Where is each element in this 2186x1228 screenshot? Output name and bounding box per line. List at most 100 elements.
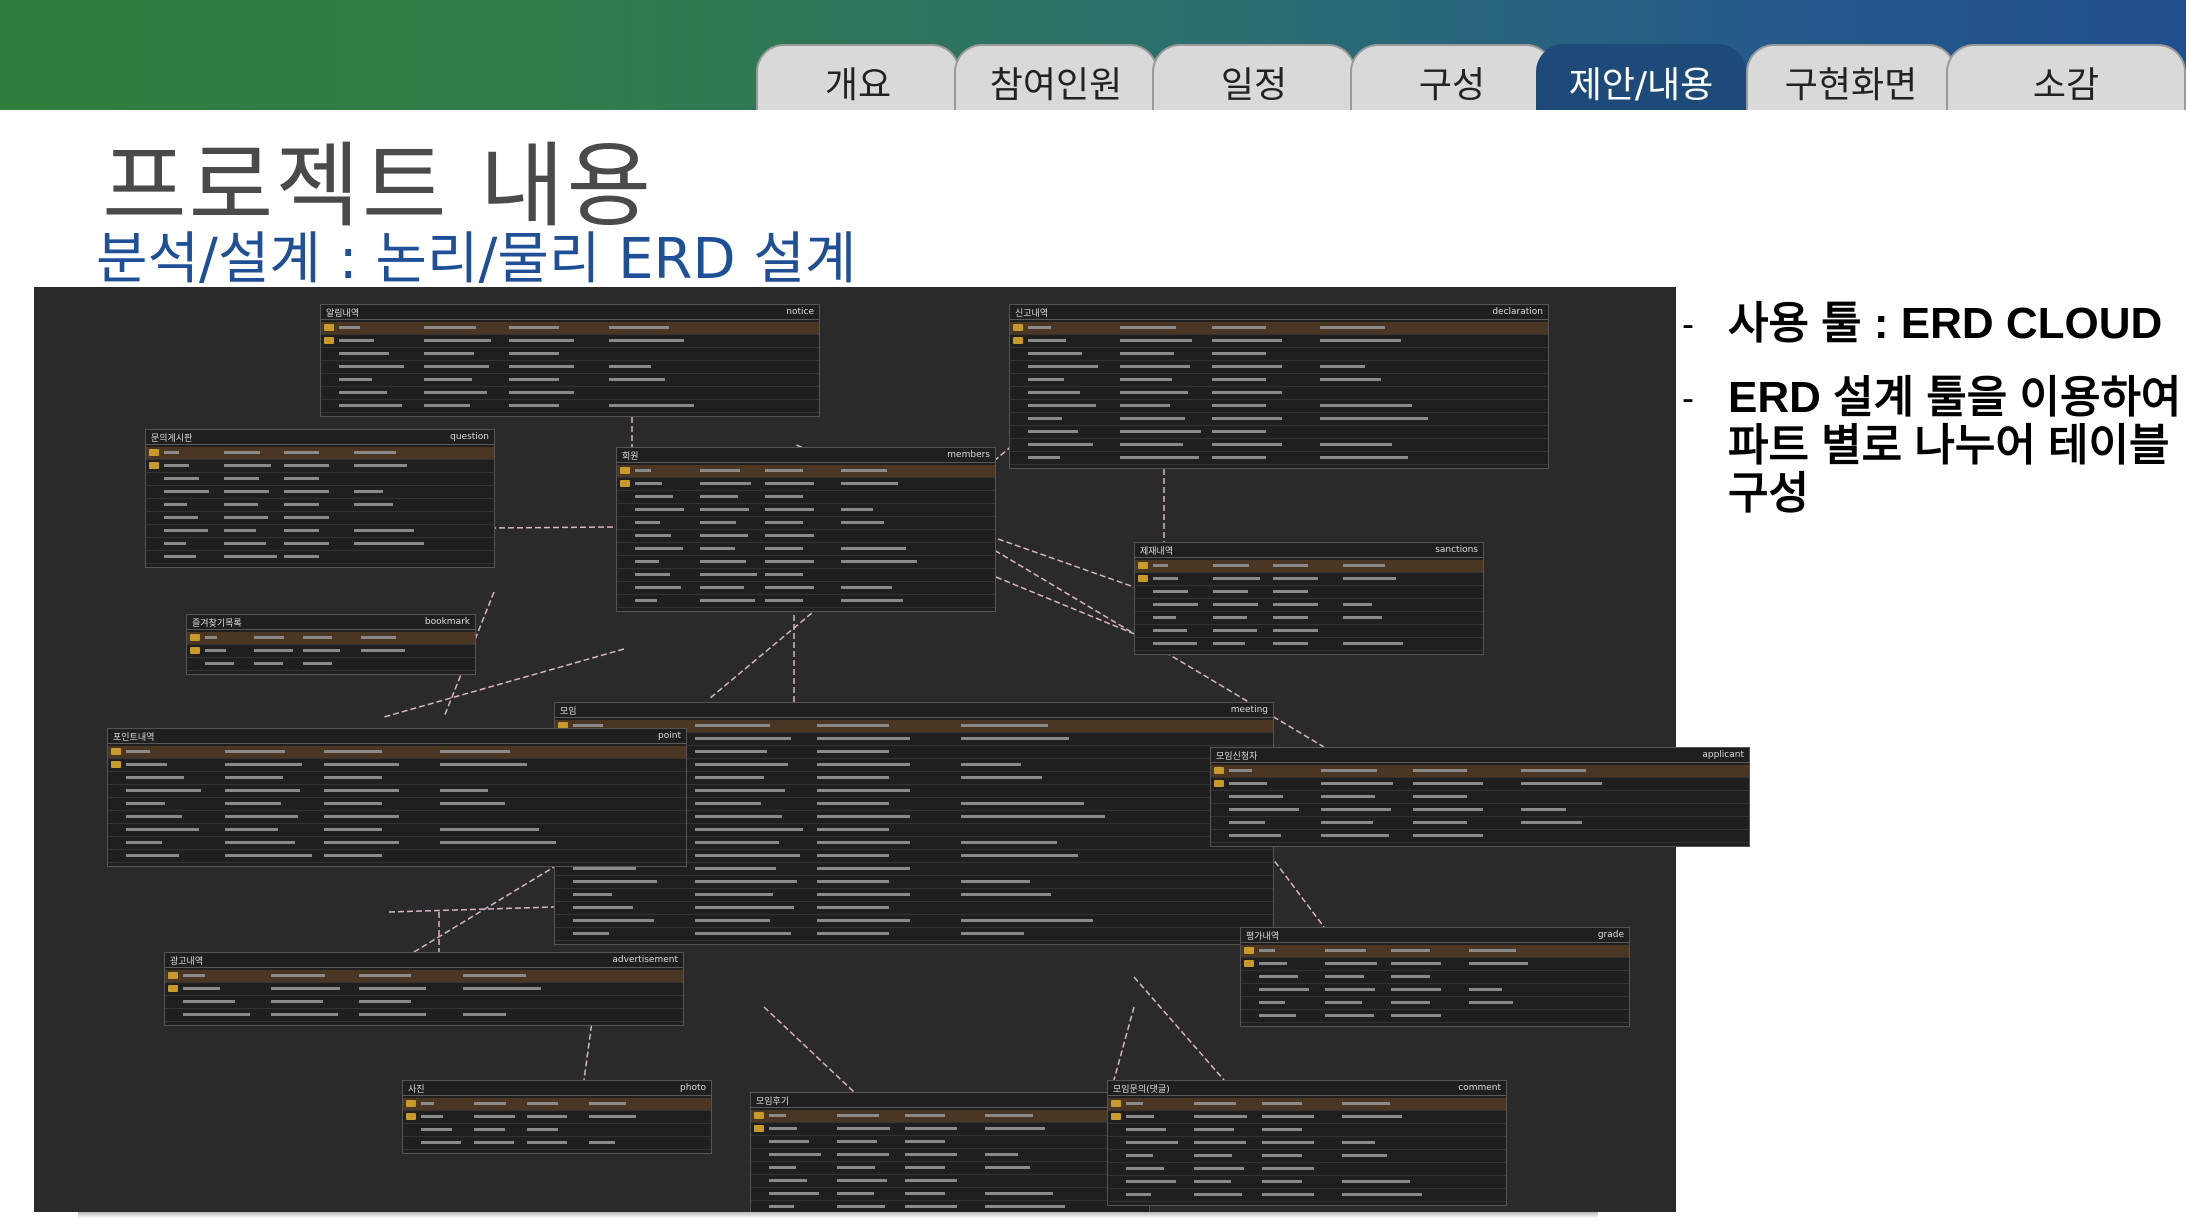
tab-proposal[interactable]: 제안/내용	[1536, 44, 1746, 110]
page-title: 프로젝트 내용	[102, 133, 654, 240]
erd-column-row	[1241, 958, 1629, 971]
erd-column-row	[1108, 1111, 1506, 1124]
erd-column-row	[555, 863, 1273, 876]
erd-column-row	[1108, 1137, 1506, 1150]
description-line: 구성	[1728, 469, 1809, 518]
erd-column-row	[1241, 984, 1629, 997]
key-icon	[1111, 1113, 1121, 1120]
erd-table-label: 모임	[560, 706, 577, 717]
erd-table-label: 제재내역	[1140, 546, 1174, 557]
erd-column-row	[187, 645, 475, 658]
erd-column-row	[1010, 413, 1548, 426]
tab-implementation[interactable]: 구현화면	[1746, 44, 1956, 110]
erd-table-label: 광고내역	[170, 956, 204, 967]
tab-composition[interactable]: 구성	[1350, 44, 1554, 110]
erd-column-row	[751, 1149, 1149, 1162]
erd-column-row	[187, 632, 475, 645]
erd-column-row	[165, 983, 683, 996]
erd-column-row	[403, 1124, 711, 1137]
erd-table-label: 모임문의(댓글)	[1113, 1084, 1170, 1095]
key-icon	[1244, 960, 1254, 967]
tab-label: 일정	[1220, 65, 1288, 106]
erd-relation-line	[1113, 1006, 1135, 1081]
erd-column-row	[1135, 573, 1483, 586]
erd-relation-line	[388, 906, 555, 913]
key-icon	[111, 748, 121, 755]
erd-column-row	[321, 322, 819, 335]
erd-column-row	[146, 525, 494, 538]
erd-table-label: 문의게시판	[151, 433, 193, 444]
erd-column-row	[1135, 612, 1483, 625]
key-icon	[1138, 562, 1148, 569]
erd-table-label: 모임후기	[756, 1096, 790, 1107]
erd-column-row	[403, 1098, 711, 1111]
tab-schedule[interactable]: 일정	[1152, 44, 1356, 110]
erd-column-row	[1010, 439, 1548, 452]
erd-column-row	[403, 1137, 711, 1150]
erd-column-row	[108, 785, 686, 798]
key-icon	[1013, 324, 1023, 331]
tab-members[interactable]: 참여인원	[954, 44, 1158, 110]
erd-column-row	[1241, 971, 1629, 984]
erd-table-name: comment	[1458, 1083, 1501, 1093]
tab-label: 제안/내용	[1568, 65, 1714, 106]
key-icon	[111, 761, 121, 768]
erd-relation-line	[995, 576, 1155, 643]
key-icon	[1214, 780, 1224, 787]
erd-column-row	[321, 387, 819, 400]
key-icon	[324, 324, 334, 331]
key-icon	[149, 462, 159, 469]
erd-table-name: notice	[786, 307, 814, 317]
erd-column-row	[1010, 452, 1548, 465]
erd-table-name: declaration	[1492, 307, 1543, 317]
erd-column-row	[321, 361, 819, 374]
erd-column-row	[617, 595, 995, 608]
erd-column-row	[617, 478, 995, 491]
tab-review[interactable]: 소감	[1946, 44, 2186, 110]
tool-note: - 사용 툴 : ERD CLOUD	[1680, 300, 2186, 348]
erd-column-row	[555, 915, 1273, 928]
erd-column-row	[1108, 1124, 1506, 1137]
tool-note-text: 사용 툴 : ERD CLOUD	[1728, 299, 2163, 348]
erd-table-name: question	[450, 432, 489, 442]
erd-column-row	[1241, 945, 1629, 958]
erd-table-name: point	[658, 731, 681, 741]
erd-column-row	[165, 1009, 683, 1022]
erd-table-review: 모임후기review	[750, 1092, 1150, 1218]
erd-column-row	[617, 530, 995, 543]
erd-column-row	[1010, 426, 1548, 439]
erd-table-question: 문의게시판 question	[145, 429, 495, 568]
description-line: 파트 별로 나누어 테이블	[1728, 421, 2170, 470]
erd-column-row	[187, 658, 475, 671]
erd-column-row	[555, 889, 1273, 902]
erd-column-row	[1010, 348, 1548, 361]
erd-relation-line	[383, 648, 625, 718]
erd-column-row	[617, 491, 995, 504]
erd-column-row	[1010, 335, 1548, 348]
erd-column-row	[108, 798, 686, 811]
erd-column-row	[1108, 1150, 1506, 1163]
erd-column-row	[321, 335, 819, 348]
erd-column-row	[1135, 586, 1483, 599]
erd-column-row	[146, 447, 494, 460]
erd-column-row	[617, 517, 995, 530]
erd-column-row	[403, 1111, 711, 1124]
erd-column-row	[146, 512, 494, 525]
erd-column-row	[1010, 374, 1548, 387]
erd-column-row	[108, 811, 686, 824]
erd-column-row	[1211, 830, 1749, 843]
erd-column-row	[108, 850, 686, 863]
erd-table-name: applicant	[1702, 750, 1744, 760]
key-icon	[754, 1112, 764, 1119]
erd-table-label: 평가내역	[1246, 931, 1280, 942]
erd-table-name: grade	[1597, 930, 1624, 940]
erd-table-comment: 모임문의(댓글) comment	[1107, 1080, 1507, 1206]
tab-overview[interactable]: 개요	[756, 44, 960, 110]
erd-relation-line	[763, 1006, 855, 1093]
